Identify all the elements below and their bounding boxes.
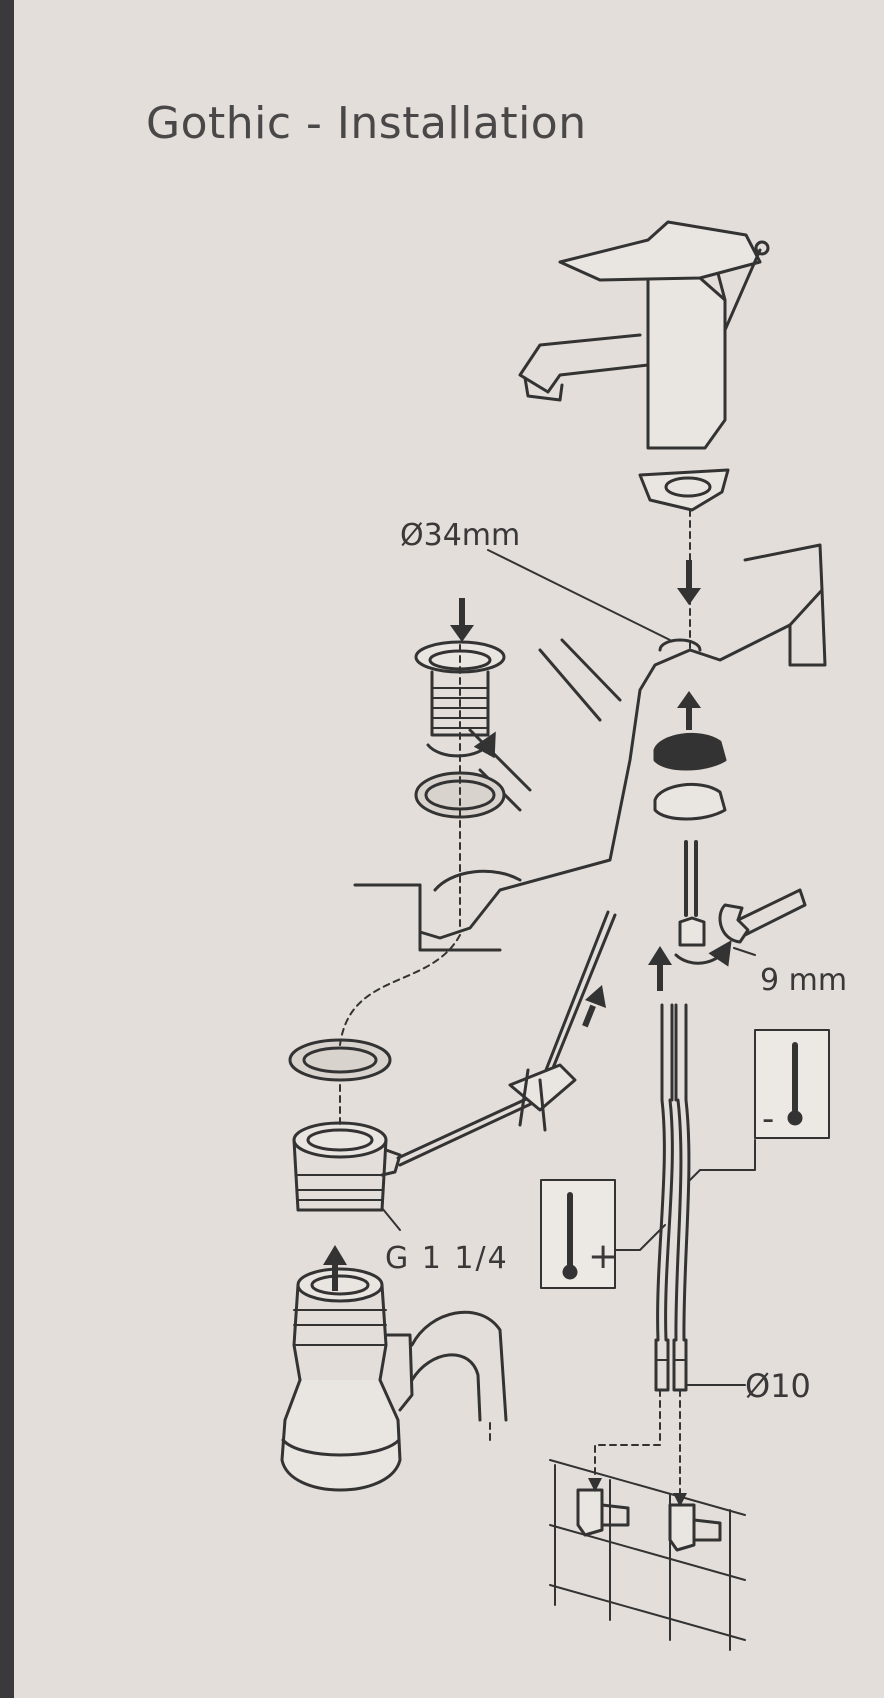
siphon-trap-illustration [280,1267,508,1492]
arrow-up-countertop-icon [677,691,701,730]
hot-sign-label: + [588,1236,618,1277]
arrow-down-valve-right-icon [673,1493,687,1507]
arrow-up-studs-icon [648,946,672,991]
thermometer-cold-icon [754,1029,830,1139]
leader-lines [381,549,756,1386]
countertop-illustration [353,543,827,952]
thermometer-hot-icon [540,1179,616,1289]
faucet-illustration [518,220,770,512]
waste-fitting-illustration [288,1038,402,1212]
page-title: Gothic - Installation [146,98,587,149]
arrow-up-rod-icon [582,985,606,1028]
supply-hoses-illustration [654,1003,691,1392]
arrow-down-valve-left-icon [588,1478,602,1492]
arrow-down-plug-icon [450,598,474,642]
hole-diameter-label: Ø34mm [400,518,520,553]
hose-diameter-label: Ø10 [745,1367,811,1405]
cold-sign-label: - [762,1099,774,1139]
direction-arrows [323,560,701,1507]
wrench-size-label: 9 mm [760,963,847,998]
stop-valves-illustration [549,1459,746,1651]
alignment-lines [339,509,691,1506]
instruction-sheet: Gothic - Installation [14,0,884,1698]
arrow-up-siphon-icon [323,1245,347,1291]
thread-size-label: G 1 1/4 [385,1241,509,1276]
popup-rod-illustration [396,910,617,1167]
mounting-kit-illustration [653,733,807,967]
arrow-down-faucet-icon [677,560,701,605]
